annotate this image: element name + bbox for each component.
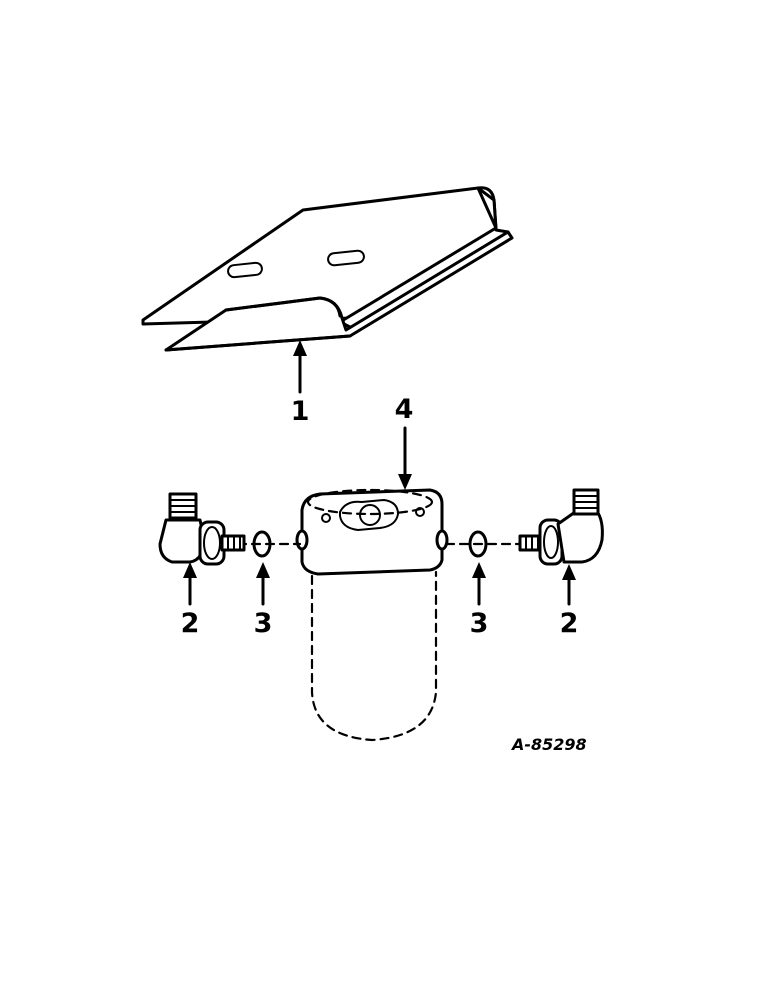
leader-arrow-3-left xyxy=(256,562,270,606)
callout-1: 1 xyxy=(291,396,310,427)
leader-arrow-2-left xyxy=(183,562,197,606)
o-ring-right xyxy=(468,530,488,558)
filter-assembly xyxy=(295,488,449,742)
bracket-slot-left xyxy=(227,261,263,279)
o-ring-left xyxy=(252,530,272,558)
elbow-fitting-left xyxy=(158,492,246,566)
leader-arrow-1 xyxy=(293,340,307,394)
filter-port-left xyxy=(295,529,309,551)
leader-arrow-2-right xyxy=(562,564,576,606)
leader-arrow-3-right xyxy=(472,562,486,606)
leader-arrow-4 xyxy=(398,426,412,490)
callout-3-left: 3 xyxy=(254,608,273,639)
figure-id: A-85298 xyxy=(510,735,587,754)
callout-4: 4 xyxy=(395,394,414,425)
filter-port-right xyxy=(435,529,449,551)
mounting-bracket xyxy=(141,186,514,352)
filter-head-center xyxy=(321,499,425,531)
elbow-fitting-right xyxy=(518,488,604,566)
bracket-slot-right xyxy=(327,249,365,267)
callout-2-left: 2 xyxy=(181,608,200,639)
filter-bowl xyxy=(310,570,438,742)
callout-2-right: 2 xyxy=(560,608,579,639)
callout-3-right: 3 xyxy=(470,608,489,639)
